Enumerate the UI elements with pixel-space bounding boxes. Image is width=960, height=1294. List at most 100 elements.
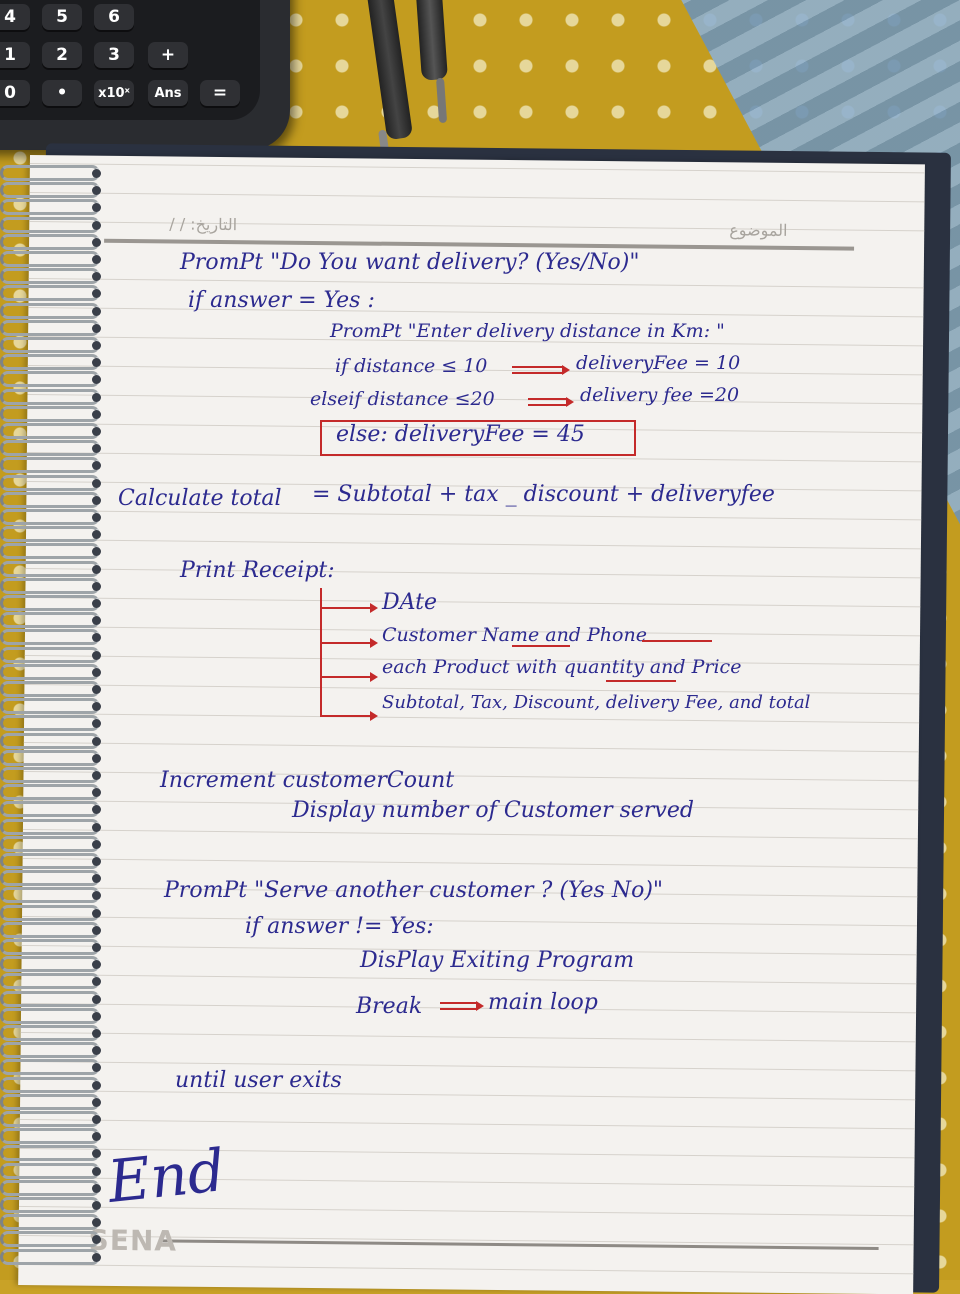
- spiral-ring: [0, 423, 100, 439]
- spiral-ring: [0, 302, 100, 319]
- arrow-line: [512, 372, 564, 374]
- receipt-item: DAte: [382, 590, 437, 615]
- punch-hole: [92, 736, 101, 746]
- punch-hole: [92, 1166, 101, 1176]
- note-line: if distance ≤ 10: [335, 355, 488, 377]
- punch-hole: [92, 1029, 101, 1038]
- tree-branch: [320, 642, 372, 644]
- spiral-ring: [0, 285, 100, 302]
- punch-hole: [92, 478, 101, 488]
- spiral-ring: [0, 1145, 100, 1162]
- punch-hole: [92, 444, 101, 454]
- punch-hole: [92, 839, 101, 849]
- tree-branch: [320, 607, 372, 609]
- spiral-ring: [0, 973, 100, 990]
- calculator-key: 1: [0, 42, 30, 68]
- spiral-ring: [0, 801, 100, 818]
- spiral-ring: [0, 939, 100, 955]
- spiral-ring: [0, 612, 100, 629]
- punch-hole: [92, 719, 101, 729]
- punch-hole: [92, 925, 101, 935]
- arrow-line: [528, 398, 568, 400]
- tree-trunk: [320, 588, 322, 716]
- header-rule: [104, 238, 855, 251]
- punch-hole: [92, 186, 101, 196]
- punch-hole: [92, 358, 101, 368]
- punch-hole: [92, 306, 101, 316]
- spiral-ring: [0, 1162, 100, 1179]
- spiral-ring: [0, 887, 100, 904]
- punch-hole: [92, 1046, 101, 1056]
- note-line: Display number of Customer served: [292, 798, 694, 823]
- calculator-key: =: [200, 80, 240, 106]
- spiral-ring: [0, 1042, 100, 1059]
- spiral-ring: [0, 663, 100, 680]
- spiral-ring: [0, 646, 100, 663]
- spiral-ring: [0, 870, 100, 887]
- note-line: PromPt "Serve another customer ? (Yes No…: [164, 878, 664, 903]
- punch-hole: [92, 495, 101, 505]
- receipt-item: Customer Name and Phone: [382, 624, 647, 646]
- spiral-ring: [0, 1025, 100, 1041]
- note-line: DisPlay Exiting Program: [360, 948, 635, 973]
- punch-hole: [92, 255, 101, 264]
- calculator-key: 5: [42, 4, 82, 30]
- punch-hole: [92, 616, 101, 626]
- spiral-ring: [0, 560, 100, 577]
- punch-hole: [92, 857, 101, 866]
- arrow-icon: [370, 638, 378, 648]
- punch-hole: [92, 564, 101, 574]
- spiral-ring: [0, 526, 100, 543]
- spiral-ring: [0, 835, 100, 852]
- underline: [606, 680, 676, 682]
- punch-hole: [92, 169, 101, 178]
- punch-hole: [92, 1063, 101, 1073]
- punch-hole: [92, 375, 101, 385]
- arrow-icon: [370, 711, 378, 721]
- punch-hole: [92, 960, 101, 970]
- calculator-key: Ans: [148, 80, 188, 106]
- spiral-ring: [0, 732, 100, 749]
- end-note: End: [104, 1136, 229, 1216]
- note-line: delivery fee =20: [580, 384, 740, 406]
- punch-hole: [92, 1235, 101, 1245]
- spiral-ring: [0, 1093, 100, 1110]
- punch-hole: [92, 323, 101, 333]
- punch-hole: [92, 667, 101, 677]
- punch-hole: [92, 650, 101, 660]
- spiral-ring: [0, 337, 100, 353]
- spiral-ring: [0, 629, 100, 646]
- punch-hole: [92, 1080, 101, 1090]
- punch-hole: [92, 771, 101, 780]
- spiral-ring: [0, 371, 100, 388]
- underline: [642, 640, 712, 642]
- spiral-ring: [0, 681, 100, 697]
- punch-hole: [92, 702, 101, 712]
- punch-hole: [92, 822, 101, 832]
- punch-hole: [92, 874, 101, 884]
- header-date-label: / / :التاريخ: [169, 214, 238, 235]
- spiral-ring: [0, 1076, 100, 1093]
- punch-hole: [92, 513, 101, 522]
- punch-hole: [92, 1252, 101, 1262]
- spiral-ring: [0, 904, 100, 921]
- note-line: PromPt "Enter delivery distance in Km: ": [330, 320, 725, 342]
- spiral-ring: [0, 388, 100, 405]
- note-line: = Subtotal + tax _ discount + deliveryfe…: [312, 482, 775, 507]
- underline: [512, 645, 570, 647]
- punch-hole: [92, 392, 101, 402]
- note-line: if answer != Yes:: [245, 914, 434, 939]
- calculator-key: 2: [42, 42, 82, 68]
- note-line: if answer = Yes :: [188, 288, 375, 313]
- spiral-ring: [0, 1231, 100, 1248]
- punch-hole: [92, 1115, 101, 1124]
- note-line: Calculate total: [118, 486, 282, 511]
- punch-hole: [92, 427, 101, 436]
- punch-hole: [92, 943, 101, 952]
- punch-hole: [92, 547, 101, 557]
- calculator-key: 0: [0, 80, 30, 106]
- note-line: Print Receipt:: [180, 558, 335, 583]
- punch-hole: [92, 685, 101, 694]
- arrow-line: [440, 1008, 478, 1010]
- spiral-ring: [0, 199, 100, 216]
